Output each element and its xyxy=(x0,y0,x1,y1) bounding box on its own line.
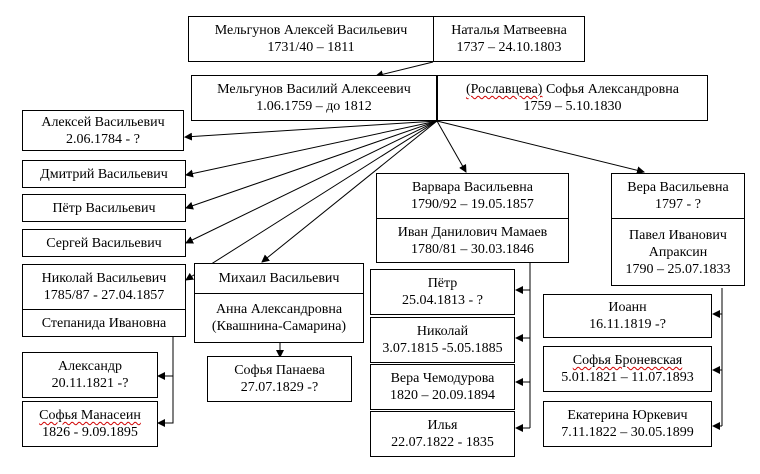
nikolay-children-bracket xyxy=(163,334,174,424)
person-name: Степанида Ивановна xyxy=(41,315,167,331)
person-mikhail: Михаил Васильевич xyxy=(194,263,364,293)
person-dates: 1790/92 – 19.05.1857 xyxy=(411,197,534,212)
arrow-to-vasily xyxy=(375,61,434,79)
person-sofya-sr: (Рославцева) Софья Александровна 1759 – … xyxy=(437,75,708,121)
person-name: Софья Александровна xyxy=(545,82,679,97)
person-dates: 20.11.1821 -? xyxy=(51,376,129,391)
arrow-to-dmitry xyxy=(185,120,438,178)
person-surname: Апраксин xyxy=(648,244,708,260)
person-name: Иван Данилович Мамаев xyxy=(397,224,548,240)
person-name: Софья Манасеин xyxy=(39,408,141,423)
person-dates: 1731/40 – 1811 xyxy=(267,40,355,55)
person-name: Софья Броневская xyxy=(572,353,683,368)
person-alexandr: Александр 20.11.1821 -? xyxy=(22,352,158,398)
person-dates: 7.11.1822 – 30.05.1899 xyxy=(561,425,694,440)
arrow-to-alexey-jr xyxy=(184,120,438,141)
arrow-to-sergey xyxy=(185,120,438,244)
maiden-name: (Рославцева) xyxy=(465,82,543,97)
person-dates: 2.06.1784 - ? xyxy=(66,131,140,147)
person-dates: 27.07.1829 -? xyxy=(240,380,319,395)
person-dates: 22.07.1822 - 1835 xyxy=(391,435,494,450)
person-dates: 1.06.1759 – до 1812 xyxy=(256,99,372,114)
arrow-to-varvara xyxy=(436,120,467,173)
arrow-to-petr xyxy=(185,120,438,210)
person-nikolay: Николай Васильевич 1785/87 - 27.04.1857 xyxy=(22,264,186,309)
person-name: Мельгунов Василий Алексеевич xyxy=(217,82,411,97)
arrow-to-vera xyxy=(436,120,645,175)
person-name: Алексей Васильевич xyxy=(41,114,165,130)
person-name: Мельгунов Алексей Васильевич xyxy=(214,23,408,38)
person-name: Екатерина Юркевич xyxy=(567,408,688,423)
person-petr: Пётр Васильевич xyxy=(22,194,186,222)
person-name: Варвара Васильевна xyxy=(411,180,534,195)
person-pavel: Павел Иванович Апраксин 1790 – 25.07.183… xyxy=(611,218,745,286)
person-name: Николай Васильевич xyxy=(41,271,167,286)
person-name: Пётр Васильевич xyxy=(52,200,156,216)
person-sergey: Сергей Васильевич xyxy=(22,229,186,257)
person-name: Иоанн xyxy=(608,300,647,315)
person-maiden-name: (Квашнина-Самарина) xyxy=(211,319,347,334)
person-name: Наталья Матвеевна xyxy=(451,23,567,38)
person-anna: Анна Александровна (Квашнина-Самарина) xyxy=(194,293,364,343)
person-alexey-jr: Алексей Васильевич 2.06.1784 - ? xyxy=(22,110,184,151)
person-name: Николай xyxy=(416,324,469,339)
person-dates: 25.04.1813 - ? xyxy=(402,293,483,308)
person-dates: 1826 - 9.09.1895 xyxy=(42,425,138,440)
person-name: Александр xyxy=(58,359,122,374)
person-dates: 3.07.1815 -5.05.1885 xyxy=(382,341,503,356)
person-dmitry: Дмитрий Васильевич xyxy=(22,160,186,188)
person-varvara: Варвара Васильевна 1790/92 – 19.05.1857 xyxy=(376,173,569,218)
person-natalya: Наталья Матвеевна 1737 – 24.10.1803 xyxy=(433,16,585,62)
person-name: Илья xyxy=(427,418,458,433)
person-sofya-pan: Софья Панаева 27.07.1829 -? xyxy=(207,356,352,402)
person-name: Сергей Васильевич xyxy=(46,235,162,251)
person-name: Анна Александровна xyxy=(215,302,343,317)
person-vasily: Мельгунов Василий Алексеевич 1.06.1759 –… xyxy=(191,75,437,121)
person-vera-ch: Вера Чемодурова 1820 – 20.09.1894 xyxy=(370,364,515,410)
person-name: Дмитрий Васильевич xyxy=(40,166,168,182)
person-name: Вера Чемодурова xyxy=(390,371,495,386)
person-ilya: Илья 22.07.1822 - 1835 xyxy=(370,411,515,457)
person-nikolay-m: Николай 3.07.1815 -5.05.1885 xyxy=(370,317,515,363)
person-name: Пётр xyxy=(427,276,458,291)
person-ioann: Иоанн 16.11.1819 -? xyxy=(543,294,712,338)
person-dates: 1785/87 - 27.04.1857 xyxy=(43,288,165,303)
person-ivan-mamaev: Иван Данилович Мамаев 1780/81 – 30.03.18… xyxy=(376,218,569,263)
person-dates: 5.01.1821 – 11.07.1893 xyxy=(561,370,694,385)
person-name: Вера Васильевна xyxy=(627,180,729,195)
person-ekaterina: Екатерина Юркевич 7.11.1822 – 30.05.1899 xyxy=(543,401,712,447)
arrow-to-mikhail xyxy=(261,120,438,263)
person-name: Софья Панаева xyxy=(234,363,325,378)
arrow-to-nikolay xyxy=(185,120,438,281)
person-dates: 1820 – 20.09.1894 xyxy=(390,388,495,403)
person-alexey-sr: Мельгунов Алексей Васильевич 1731/40 – 1… xyxy=(188,16,434,62)
person-vera: Вера Васильевна 1797 - ? xyxy=(611,173,745,218)
person-sofya-man: Софья Манасеин 1826 - 9.09.1895 xyxy=(22,401,158,447)
person-name: Павел Иванович xyxy=(629,227,727,243)
person-sofya-bron: Софья Броневская 5.01.1821 – 11.07.1893 xyxy=(543,346,712,392)
person-dates: 1797 - ? xyxy=(655,197,701,212)
person-dates: 1790 – 25.07.1833 xyxy=(625,261,731,277)
person-dates: 1737 – 24.10.1803 xyxy=(456,40,562,55)
person-name: Михаил Васильевич xyxy=(218,271,340,286)
person-stepanida: Степанида Ивановна xyxy=(22,309,186,337)
person-dates: 1759 – 5.10.1830 xyxy=(523,99,622,114)
person-dates: 16.11.1819 -? xyxy=(589,317,666,332)
person-dates: 1780/81 – 30.03.1846 xyxy=(411,241,534,257)
person-petr-m: Пётр 25.04.1813 - ? xyxy=(370,269,515,315)
